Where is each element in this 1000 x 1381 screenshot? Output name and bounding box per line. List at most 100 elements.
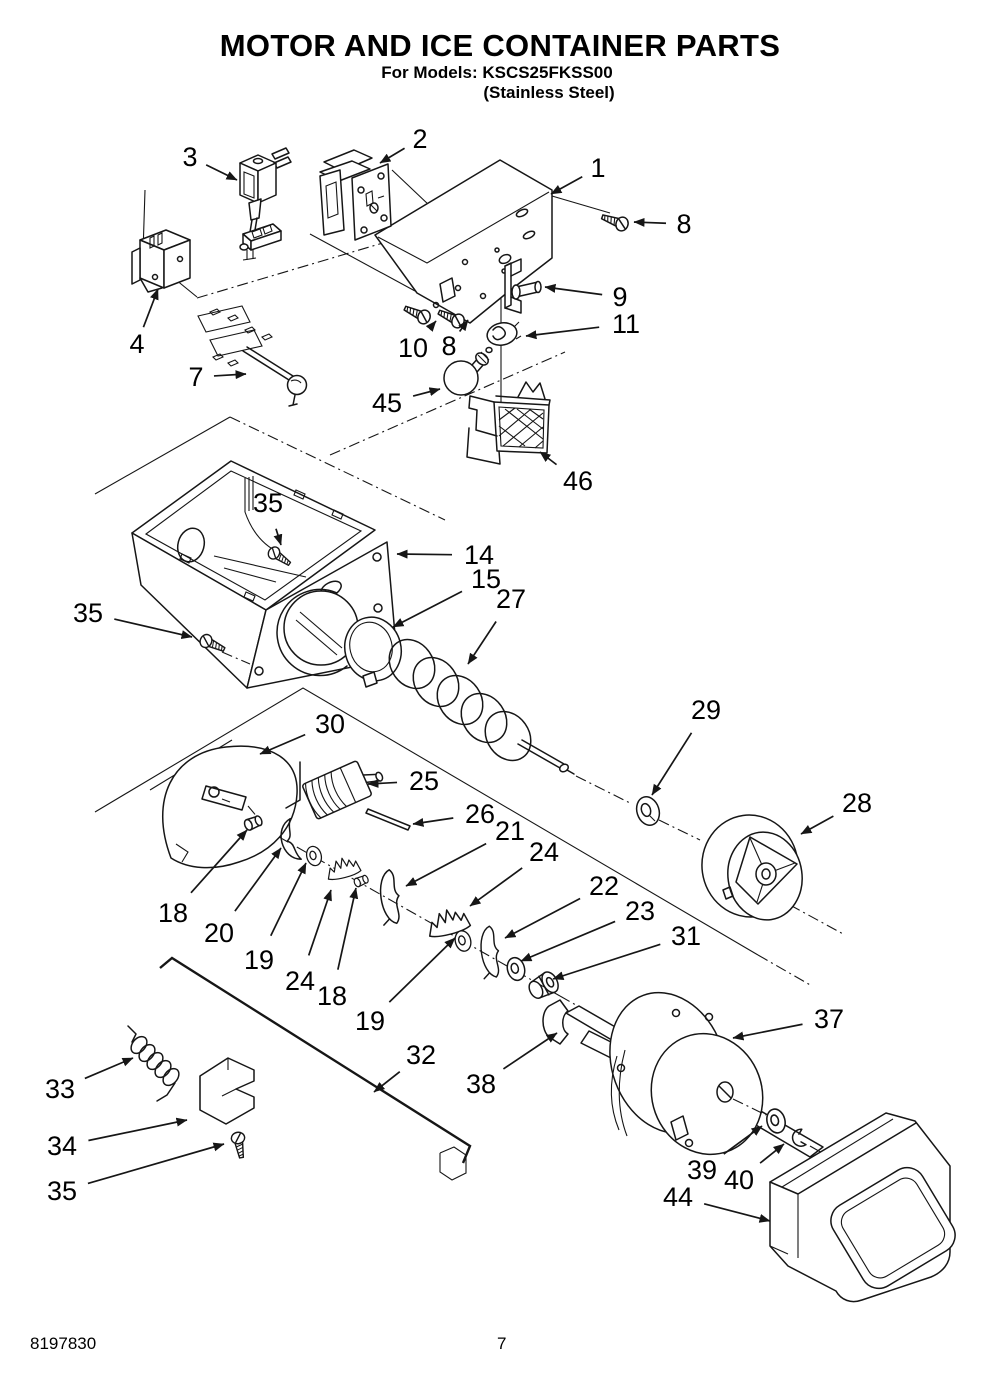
diagram-line [254,666,264,676]
diagram-line [251,228,263,239]
callout-part-number: 27 [496,584,526,614]
diagram-line [304,767,357,819]
callout-leader [412,817,454,827]
diagram-line [257,162,277,204]
diagram-line [388,638,436,690]
callout-leader [544,283,603,296]
part-4-bracket [131,229,191,293]
diagram-line [262,224,273,235]
diagram-line [439,277,456,303]
callout-part-number: 10 [398,333,428,363]
diagram-line [243,171,255,199]
callout-leader [88,1117,188,1142]
diagram-line [454,284,462,292]
callout-part-number: 37 [814,1004,844,1034]
diagram-line [156,1082,176,1102]
diagram-line [649,815,656,822]
callout-leader [270,862,307,937]
callout-part-number: 32 [406,1040,436,1070]
diagram-line [485,346,493,354]
diagram-line [94,687,759,956]
callout-part-number: 1 [590,153,605,183]
finish-line: (Stainless Steel) [483,83,615,102]
diagram-line [154,1059,172,1079]
callout-leader [337,887,359,970]
diagram-line [671,1008,681,1018]
callout-leader [396,549,453,559]
callout-leader [732,1023,803,1041]
diagram-line [149,235,155,249]
callout-leader [469,867,523,907]
diagram-line [151,273,159,281]
diagram-line [439,1146,467,1181]
callout-part-number: 22 [589,871,619,901]
diagram-line [252,157,264,165]
diagram-line [517,381,546,400]
diagram-line [494,247,500,253]
callout-part-number: 14 [464,540,494,570]
callout-part-number: 29 [691,695,721,725]
callout-leader [800,815,834,835]
diagram-line [401,301,434,327]
diagram-line [242,346,294,381]
callout-part-number: 44 [663,1182,693,1212]
part-25-crusher-housing [285,760,384,820]
callout-leader [259,733,306,755]
callout-part-number: 24 [529,837,559,867]
diagram-line [229,1130,249,1160]
diagram-line [372,552,382,562]
diagram-line [360,226,368,234]
callout-part-number: 18 [158,898,188,928]
diagram-line [830,1166,956,1290]
diagram-line [369,202,379,214]
diagram-line [309,233,416,292]
diagram-line [146,1051,164,1071]
diagram-line [130,1035,148,1055]
callout-leader [379,147,406,164]
callout-leader [87,1142,225,1185]
callout-part-number: 25 [409,766,439,796]
callout-leader [759,1143,785,1164]
diagram-line [209,329,263,357]
diagram-line [443,360,479,396]
diagram-line [138,1043,156,1063]
diagram-line [325,181,339,219]
diagram-line [432,301,440,309]
diagram-line [208,786,220,798]
diagram-line [781,1118,894,1188]
diagram-line [302,760,372,820]
callout-part-number: 33 [45,1074,75,1104]
part-8-screw-right [599,209,631,234]
callout-part-number: 11 [612,309,640,339]
diagram-line [199,1058,237,1110]
diagram-line [176,255,184,263]
callout-part-number: 23 [625,896,655,926]
diagram-line [286,374,308,396]
part-44-ice-chute [769,1112,956,1303]
diagram-line [658,819,701,841]
page-title: MOTOR AND ICE CONTAINER PARTS [219,28,781,63]
callout-part-number: 38 [466,1069,496,1099]
diagram-line [718,1085,732,1099]
part-21-blade [375,868,404,926]
callout-leader [273,528,283,546]
diagram-line [479,292,487,300]
diagram-line [635,796,661,826]
part-37-auger-motor [609,991,767,1156]
diagram-line [460,692,508,744]
diagram-line [477,351,490,364]
diagram-line [295,611,343,656]
diagram-line [513,321,522,340]
diagram-line [761,868,771,880]
diagram-line [375,771,384,782]
diagram-line [684,1138,694,1148]
callout-part-number: 8 [676,209,691,239]
diagram-line [377,191,550,264]
diagram-line [221,651,251,665]
part-33-spring [127,1025,180,1102]
callout-part-number: 19 [355,1006,385,1036]
diagram-line [495,395,551,406]
part-15-bearing [344,616,402,688]
diagram-line [599,209,631,234]
